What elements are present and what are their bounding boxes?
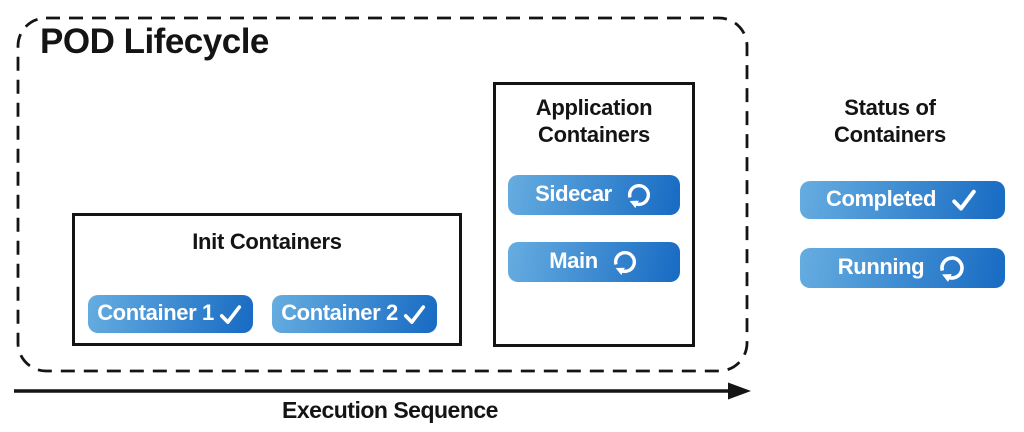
init-containers-box: Init Containers Container 1 Container 2 <box>72 213 462 346</box>
check-icon <box>403 304 425 324</box>
application-containers-title: Application Containers <box>496 85 692 148</box>
refresh-icon <box>940 256 964 283</box>
refresh-icon <box>613 250 636 276</box>
application-containers-box: Application Containers Sidecar Main <box>493 82 695 347</box>
check-icon <box>219 304 241 324</box>
pill-container-1: Container 1 <box>88 295 253 333</box>
refresh-icon <box>627 183 650 209</box>
legend-pill-completed: Completed <box>800 181 1005 219</box>
pill-container-2-label: Container 2 <box>281 300 398 325</box>
init-containers-pill-row: Container 1 Container 2 <box>88 295 437 333</box>
pill-sidecar: Sidecar <box>508 175 680 215</box>
pill-main: Main <box>508 242 680 282</box>
legend-title-line1: Status of <box>844 95 936 120</box>
init-containers-title: Init Containers <box>192 229 342 254</box>
application-containers-title-line2: Containers <box>538 122 650 147</box>
legend-pill-running: Running <box>800 248 1005 288</box>
check-icon <box>952 189 976 211</box>
pill-container-2: Container 2 <box>272 295 437 333</box>
pill-main-label: Main <box>549 248 598 273</box>
pill-container-1-label: Container 1 <box>97 300 214 325</box>
legend-title-line2: Containers <box>834 122 946 147</box>
pill-sidecar-label: Sidecar <box>535 181 612 206</box>
pod-title: POD Lifecycle <box>40 22 269 61</box>
legend-completed-label: Completed <box>825 186 937 211</box>
execution-sequence-label: Execution Sequence <box>282 397 498 423</box>
legend-title: Status of Containers <box>790 94 990 148</box>
application-containers-title-line1: Application <box>535 95 653 120</box>
legend-running-label: Running <box>837 254 925 279</box>
